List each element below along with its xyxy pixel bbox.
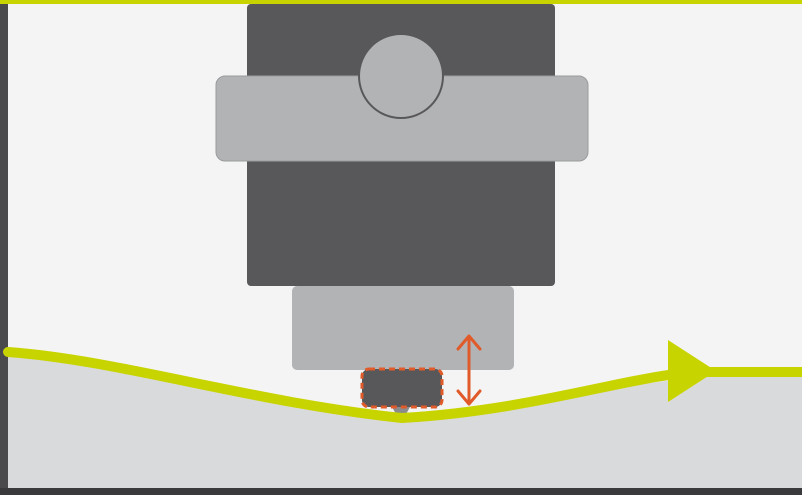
yellow-green-path	[3, 347, 802, 424]
path-direction-arrowhead	[668, 340, 716, 402]
bottom-frame-strip	[0, 488, 802, 495]
round-pin	[358, 33, 444, 119]
vertical-double-arrow	[456, 334, 482, 406]
dashed-probe-tip	[360, 367, 444, 409]
top-accent-bar	[0, 0, 802, 4]
left-frame-strip	[0, 0, 8, 495]
light-lower-housing	[292, 286, 514, 370]
